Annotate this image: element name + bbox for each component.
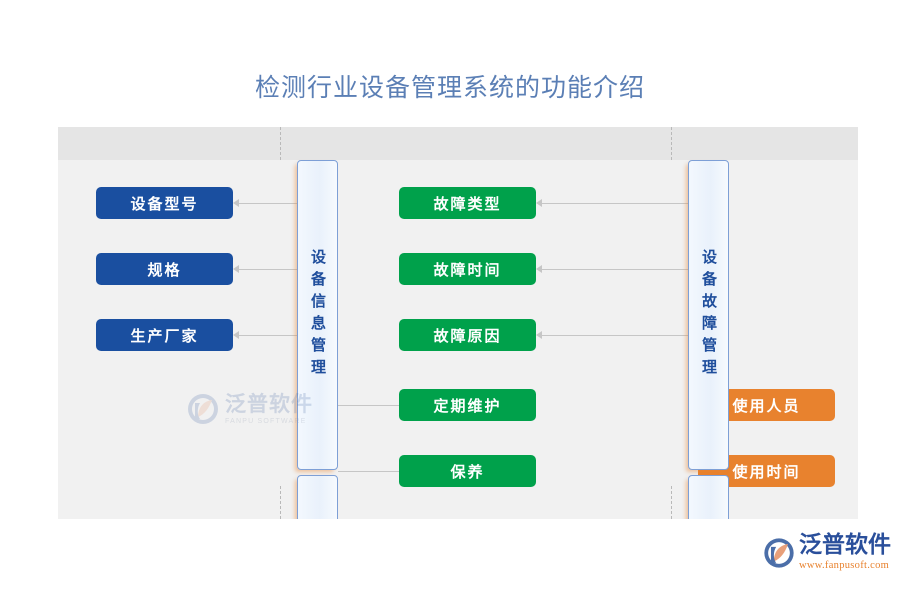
arrow-head-info-2 bbox=[233, 265, 239, 273]
diagram-canvas: 设备型号 规格 生产厂家 故障类型 故障时间 故障原因 定期维护 保养 使用人员… bbox=[58, 127, 858, 519]
arrow-head-fault-3 bbox=[536, 331, 542, 339]
arrow-head-fault-1 bbox=[536, 199, 542, 207]
connector-info-1 bbox=[239, 203, 297, 204]
leaf-regular-maintenance[interactable]: 定期维护 bbox=[399, 389, 536, 421]
fanpu-logo-icon bbox=[764, 537, 794, 568]
connector-info-2 bbox=[239, 269, 297, 270]
category-equipment-info-label: 设备信息管理 bbox=[309, 249, 327, 381]
arrow-head-info-1 bbox=[233, 199, 239, 207]
connector-maintenance-2 bbox=[338, 471, 399, 472]
arrow-head-info-3 bbox=[233, 331, 239, 339]
leaf-fault-cause[interactable]: 故障原因 bbox=[399, 319, 536, 351]
diagram-top-band bbox=[58, 127, 858, 160]
drop-line-right-top bbox=[671, 127, 672, 160]
category-equipment-info[interactable]: 设备信息管理 bbox=[297, 160, 338, 470]
leaf-fault-time[interactable]: 故障时间 bbox=[399, 253, 536, 285]
brand-name: 泛普软件 bbox=[799, 532, 891, 558]
brand-logo: 泛普软件 www.fanpusoft.com bbox=[762, 534, 891, 571]
brand-url: www.fanpusoft.com bbox=[799, 560, 890, 571]
connector-info-3 bbox=[239, 335, 297, 336]
leaf-equipment-model[interactable]: 设备型号 bbox=[96, 187, 233, 219]
page-title: 检测行业设备管理系统的功能介绍 bbox=[254, 73, 645, 102]
connector-fault-1 bbox=[542, 203, 688, 204]
brand-text: 泛普软件 www.fanpusoft.com bbox=[799, 532, 891, 572]
drop-line-left-bottom bbox=[280, 486, 281, 519]
leaf-upkeep[interactable]: 保养 bbox=[399, 455, 536, 487]
leaf-fault-type[interactable]: 故障类型 bbox=[399, 187, 536, 219]
category-equipment-fault-label: 设备故障管理 bbox=[700, 249, 718, 381]
drop-line-right-bottom bbox=[671, 486, 672, 519]
category-equipment-usage[interactable]: 设备使用管理 bbox=[688, 475, 729, 519]
connector-fault-2 bbox=[542, 269, 688, 270]
arrow-head-fault-2 bbox=[536, 265, 542, 273]
fanpu-logo-icon bbox=[188, 394, 218, 424]
leaf-manufacturer[interactable]: 生产厂家 bbox=[96, 319, 233, 351]
drop-line-left-top bbox=[280, 127, 281, 160]
category-equipment-fault[interactable]: 设备故障管理 bbox=[688, 160, 729, 470]
leaf-specification[interactable]: 规格 bbox=[96, 253, 233, 285]
category-equipment-maintenance[interactable]: 设备维护管理 bbox=[297, 475, 338, 519]
connector-maintenance-1 bbox=[338, 405, 399, 406]
connector-fault-3 bbox=[542, 335, 688, 336]
